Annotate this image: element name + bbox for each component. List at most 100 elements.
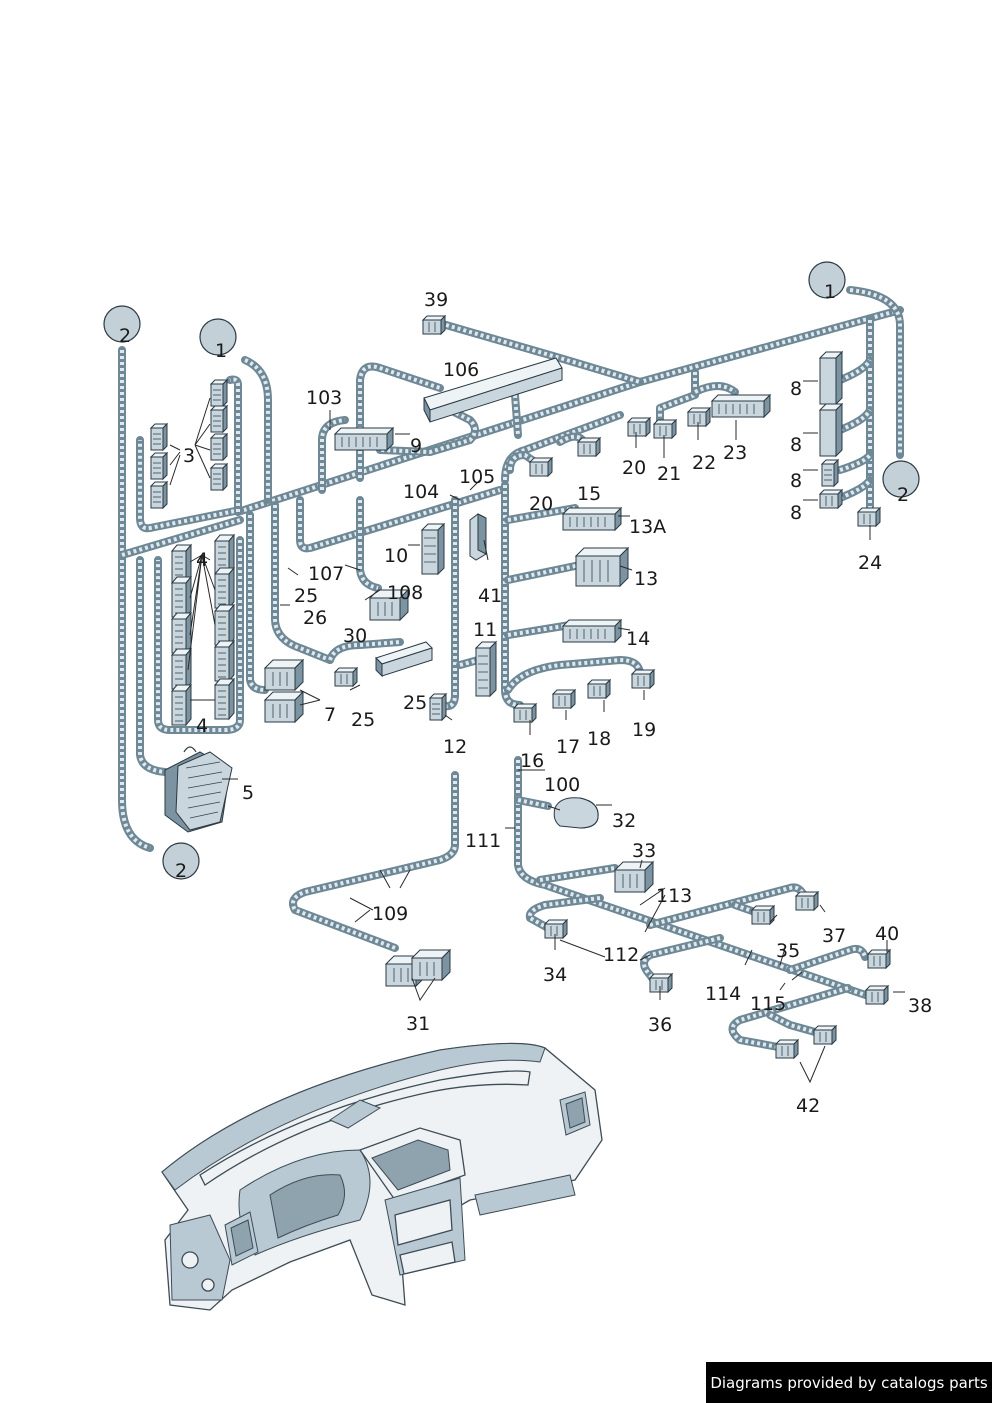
connector-22[interactable]	[687, 407, 711, 427]
connector-36[interactable]	[649, 973, 673, 993]
svg-text:2: 2	[119, 325, 131, 347]
connector-40[interactable]	[867, 949, 891, 969]
connector-3f[interactable]	[210, 433, 228, 461]
connector-4j[interactable]	[214, 678, 235, 720]
callout-5: 5	[242, 782, 254, 804]
connector-20a[interactable]	[627, 417, 651, 437]
connector-8a[interactable]	[818, 350, 844, 406]
connector-42b[interactable]	[813, 1025, 837, 1045]
callout-13a: 13A	[629, 516, 666, 538]
connector-8b[interactable]	[818, 402, 844, 458]
connector-21[interactable]	[653, 419, 677, 439]
callout-103: 103	[306, 387, 342, 409]
callout-20-left: 20	[529, 493, 553, 515]
connector-4i[interactable]	[214, 640, 235, 682]
callout-109: 109	[372, 903, 408, 925]
callout-9: 9	[410, 435, 422, 457]
connector-24[interactable]	[857, 507, 881, 527]
connector-15[interactable]	[577, 437, 601, 457]
callout-labels: 39 106 103 9 8 8 8 8 3 4 4 20 21 22 23 1…	[183, 289, 932, 1117]
callout-25-bottom: 25	[351, 709, 375, 731]
callout-8b: 8	[790, 434, 802, 456]
connector-14[interactable]	[562, 619, 622, 643]
connector-3c[interactable]	[150, 481, 168, 509]
ref-circle-2-bottom-left[interactable]: 2	[162, 842, 200, 882]
callout-8c: 8	[790, 470, 802, 492]
callout-8d: 8	[790, 502, 802, 524]
connector-18[interactable]	[587, 679, 611, 699]
connector-3g[interactable]	[210, 463, 228, 491]
callout-33: 33	[632, 840, 656, 862]
callout-111: 111	[465, 830, 501, 852]
connector-4e[interactable]	[171, 684, 192, 726]
connector-8d[interactable]	[819, 489, 843, 509]
callout-16: 16	[520, 750, 544, 772]
callout-34: 34	[543, 964, 567, 986]
connector-37b[interactable]	[795, 891, 819, 911]
svg-text:1: 1	[215, 340, 227, 362]
callout-114: 114	[705, 983, 741, 1005]
connector-16[interactable]	[513, 703, 537, 723]
connector-30[interactable]	[375, 641, 433, 678]
callout-19: 19	[632, 719, 656, 741]
callout-36: 36	[648, 1014, 672, 1036]
callout-108: 108	[387, 582, 423, 604]
connector-20b[interactable]	[529, 457, 553, 477]
connector-42a[interactable]	[775, 1039, 799, 1059]
connector-33[interactable]	[614, 861, 654, 893]
connector-4h[interactable]	[214, 604, 235, 646]
connector-39[interactable]	[422, 315, 446, 335]
harness-center-loop	[246, 362, 504, 694]
connector-3e[interactable]	[210, 405, 228, 433]
connector-7b[interactable]	[264, 691, 304, 723]
callout-39: 39	[424, 289, 448, 311]
control-unit-5[interactable]	[164, 746, 233, 833]
connector-19[interactable]	[631, 669, 655, 689]
junction-box-106[interactable]	[423, 357, 563, 423]
harness-branch-4	[136, 536, 244, 776]
ref-circle-1-top-right[interactable]: 1	[808, 261, 846, 303]
callout-17: 17	[556, 736, 580, 758]
connector-10[interactable]	[420, 522, 446, 576]
connector-7a[interactable]	[264, 659, 304, 691]
connector-4g[interactable]	[214, 567, 235, 609]
harness-left-trunk	[118, 346, 272, 852]
connector-25b[interactable]	[334, 667, 358, 687]
connector-34[interactable]	[544, 919, 568, 939]
callout-4-top: 4	[196, 549, 208, 571]
harness-106	[376, 321, 644, 456]
callout-15: 15	[577, 483, 601, 505]
ref-circle-2-top-left[interactable]: 2	[103, 305, 141, 347]
connector-4b[interactable]	[171, 576, 192, 618]
connector-8c[interactable]	[821, 459, 839, 487]
connector-17[interactable]	[552, 689, 576, 709]
callout-42: 42	[796, 1095, 820, 1117]
callout-12: 12	[443, 736, 467, 758]
leader-lines	[169, 380, 905, 1084]
connector-4c[interactable]	[171, 612, 192, 654]
callout-30: 30	[343, 625, 367, 647]
connector-12[interactable]	[429, 693, 447, 721]
callout-100: 100	[544, 774, 580, 796]
ref-circle-1-left[interactable]: 1	[199, 318, 237, 362]
connector-13[interactable]	[574, 546, 630, 588]
ref-circle-2-right[interactable]: 2	[882, 460, 920, 506]
connector-23[interactable]	[711, 394, 771, 418]
connector-3b[interactable]	[150, 452, 168, 480]
callout-112: 112	[603, 944, 639, 966]
connector-9[interactable]	[334, 427, 394, 451]
connector-13a[interactable]	[562, 507, 622, 531]
connector-3a[interactable]	[150, 423, 168, 451]
connector-11[interactable]	[474, 640, 498, 698]
callout-24: 24	[858, 552, 882, 574]
connector-3d[interactable]	[210, 379, 228, 407]
callout-26: 26	[303, 607, 327, 629]
callout-21: 21	[657, 463, 681, 485]
callout-35: 35	[776, 940, 800, 962]
sensor-32[interactable]	[553, 797, 599, 829]
harness-right-vertical	[436, 411, 644, 711]
callout-23: 23	[723, 442, 747, 464]
connector-41[interactable]	[469, 513, 487, 561]
connector-38[interactable]	[865, 985, 889, 1005]
connector-31b[interactable]	[411, 949, 451, 981]
